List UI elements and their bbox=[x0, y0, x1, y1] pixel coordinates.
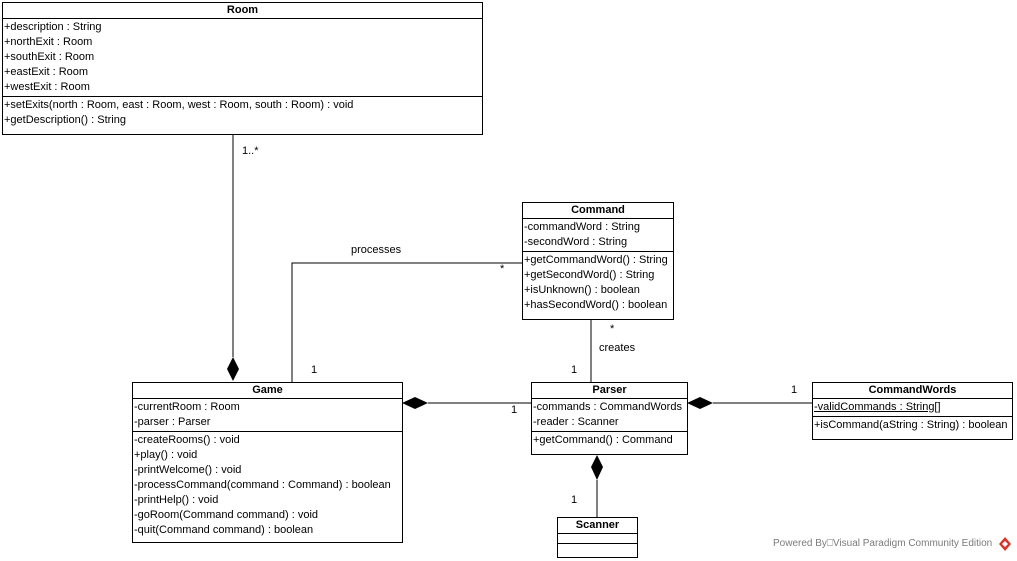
game-attr: -currentRoom : Room bbox=[134, 401, 240, 413]
game-attr: -parser : Parser bbox=[134, 416, 211, 428]
game-op: -createRooms() : void bbox=[134, 434, 240, 446]
game-op: -goRoom(Command command) : void bbox=[134, 509, 319, 521]
commandwords-attr: -validCommands : String[] bbox=[814, 401, 941, 413]
commandwords-class[interactable]: CommandWords -validCommands : String[] +… bbox=[812, 382, 1013, 440]
parser-attr: -reader : Scanner bbox=[533, 416, 619, 428]
parser-command-parser-multiplicity: 1 bbox=[571, 364, 578, 376]
scanner-attributes bbox=[558, 534, 637, 544]
game-command-line bbox=[291, 262, 522, 382]
commandwords-attributes: -validCommands : String[] bbox=[813, 399, 1012, 417]
parser-operations: +getCommand() : Command bbox=[532, 432, 687, 449]
command-op: +getSecondWord() : String bbox=[524, 269, 655, 281]
parser-class-name: Parser bbox=[532, 383, 687, 399]
game-parser-diamond bbox=[402, 397, 428, 409]
parser-command-command-multiplicity: * bbox=[610, 323, 615, 335]
room-op: +getDescription() : String bbox=[4, 114, 126, 126]
game-parser-multiplicity: 1 bbox=[511, 404, 518, 416]
parser-attr: -commands : CommandWords bbox=[533, 401, 682, 413]
game-operations: -createRooms() : void +play() : void -pr… bbox=[133, 432, 402, 539]
command-class-name: Command bbox=[523, 203, 673, 219]
scanner-class[interactable]: Scanner bbox=[557, 517, 638, 558]
parser-op: +getCommand() : Command bbox=[533, 434, 673, 446]
commandwords-operations: +isCommand(aString : String) : boolean bbox=[813, 417, 1012, 434]
command-op: +hasSecondWord() : boolean bbox=[524, 299, 668, 311]
scanner-class-name: Scanner bbox=[558, 518, 637, 534]
game-op: -quit(Command command) : boolean bbox=[134, 524, 314, 536]
room-op: +setExits(north : Room, east : Room, wes… bbox=[4, 99, 354, 111]
command-attr: -secondWord : String bbox=[524, 236, 628, 248]
parser-command-label: creates bbox=[599, 342, 636, 354]
room-attributes: +description : String +northExit : Room … bbox=[3, 19, 482, 97]
command-class[interactable]: Command -commandWord : String -secondWor… bbox=[522, 202, 674, 320]
parser-commandwords-multiplicity: 1 bbox=[791, 384, 798, 396]
room-class[interactable]: Room +description : String +northExit : … bbox=[2, 2, 483, 135]
game-op: +play() : void bbox=[134, 449, 198, 461]
room-operations: +setExits(north : Room, east : Room, wes… bbox=[3, 97, 482, 129]
parser-scanner-diamond bbox=[591, 455, 603, 480]
room-game-multiplicity: 1..* bbox=[242, 145, 259, 157]
room-attr: +westExit : Room bbox=[4, 81, 90, 93]
parser-class[interactable]: Parser -commands : CommandWords -reader … bbox=[531, 382, 688, 455]
room-attr: +eastExit : Room bbox=[4, 66, 89, 78]
commandwords-op: +isCommand(aString : String) : boolean bbox=[814, 419, 1008, 431]
game-command-command-multiplicity: * bbox=[500, 263, 505, 275]
command-op: +isUnknown() : boolean bbox=[524, 284, 640, 296]
visual-paradigm-logo-icon bbox=[999, 537, 1011, 551]
parser-commandwords-diamond bbox=[687, 397, 713, 409]
game-op: -printWelcome() : void bbox=[134, 464, 242, 476]
command-attr: -commandWord : String bbox=[524, 221, 640, 233]
game-attributes: -currentRoom : Room -parser : Parser bbox=[133, 399, 402, 432]
commandwords-class-name: CommandWords bbox=[813, 383, 1012, 399]
watermark-text: Powered By⎕Visual Paradigm Community Edi… bbox=[773, 538, 993, 549]
game-command-game-multiplicity: 1 bbox=[311, 364, 318, 376]
command-attributes: -commandWord : String -secondWord : Stri… bbox=[523, 219, 673, 252]
room-class-name: Room bbox=[3, 3, 482, 19]
command-operations: +getCommandWord() : String +getSecondWor… bbox=[523, 252, 673, 314]
room-attr: +southExit : Room bbox=[4, 51, 95, 63]
parser-scanner-multiplicity: 1 bbox=[571, 494, 578, 506]
command-op: +getCommandWord() : String bbox=[524, 254, 668, 266]
scanner-operations bbox=[558, 544, 637, 554]
game-op: -processCommand(command : Command) : boo… bbox=[134, 479, 391, 491]
game-class[interactable]: Game -currentRoom : Room -parser : Parse… bbox=[132, 382, 403, 543]
room-attr: +northExit : Room bbox=[4, 36, 93, 48]
game-op: -printHelp() : void bbox=[134, 494, 219, 506]
game-class-name: Game bbox=[133, 383, 402, 399]
parser-attributes: -commands : CommandWords -reader : Scann… bbox=[532, 399, 687, 432]
game-command-label: processes bbox=[351, 244, 402, 256]
room-attr: +description : String bbox=[4, 21, 102, 33]
room-game-diamond bbox=[227, 357, 239, 381]
